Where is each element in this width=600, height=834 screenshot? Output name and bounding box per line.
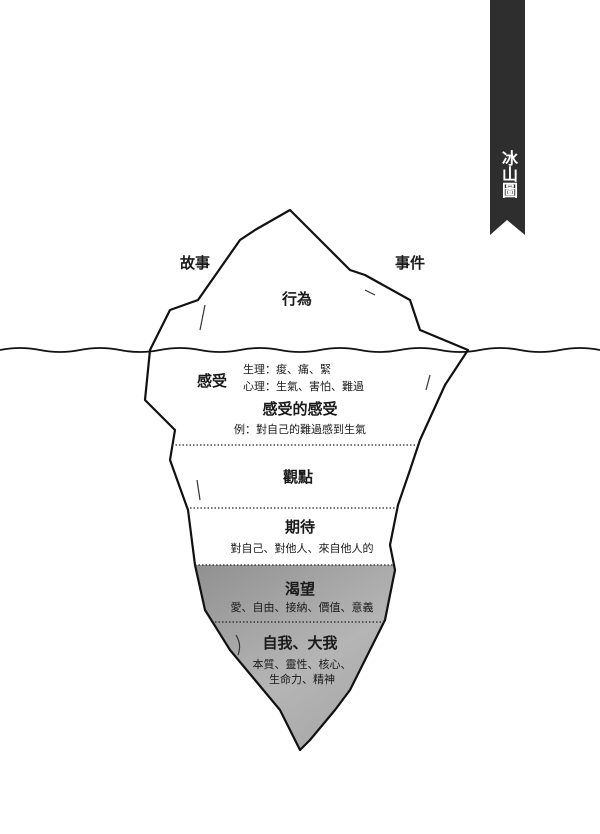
layer-feeling-line-1: 生理：痠、痛、緊 [243,363,331,376]
ice-crack-marks [196,289,431,656]
layer-feeling-about-feeling-line: 例：對自己的難過感到生氣 [234,423,366,436]
label-event: 事件 [394,254,426,272]
layer-expectation-title: 期待 [284,518,316,536]
label-story: 故事 [179,254,211,272]
layer-dividers [172,444,420,623]
layer-self-title: 自我、大我 [262,634,338,652]
ribbon-label: 冰山圖 [499,150,518,198]
layer-perspective-title: 觀點 [282,468,314,486]
bookmark-ribbon [490,0,525,235]
layer-self-line-1: 本質、靈性、核心、 [252,658,352,671]
layer-feeling-about-feeling-title: 感受的感受 [262,400,338,418]
layer-expectation-line: 對自己、對他人、來自他人的 [230,542,374,555]
layer-feeling-line-2: 心理：生氣、害怕、難過 [243,380,364,393]
label-behavior: 行為 [281,290,313,308]
iceberg-outline [143,208,470,752]
layer-self-line-2: 生命力、精神 [269,673,335,686]
layer-yearning-title: 渴望 [284,580,316,598]
layer-yearning-line: 愛、自由、接納、價值、意義 [230,601,374,614]
layer-feeling-title: 感受 [196,372,228,390]
waterline [0,347,600,353]
